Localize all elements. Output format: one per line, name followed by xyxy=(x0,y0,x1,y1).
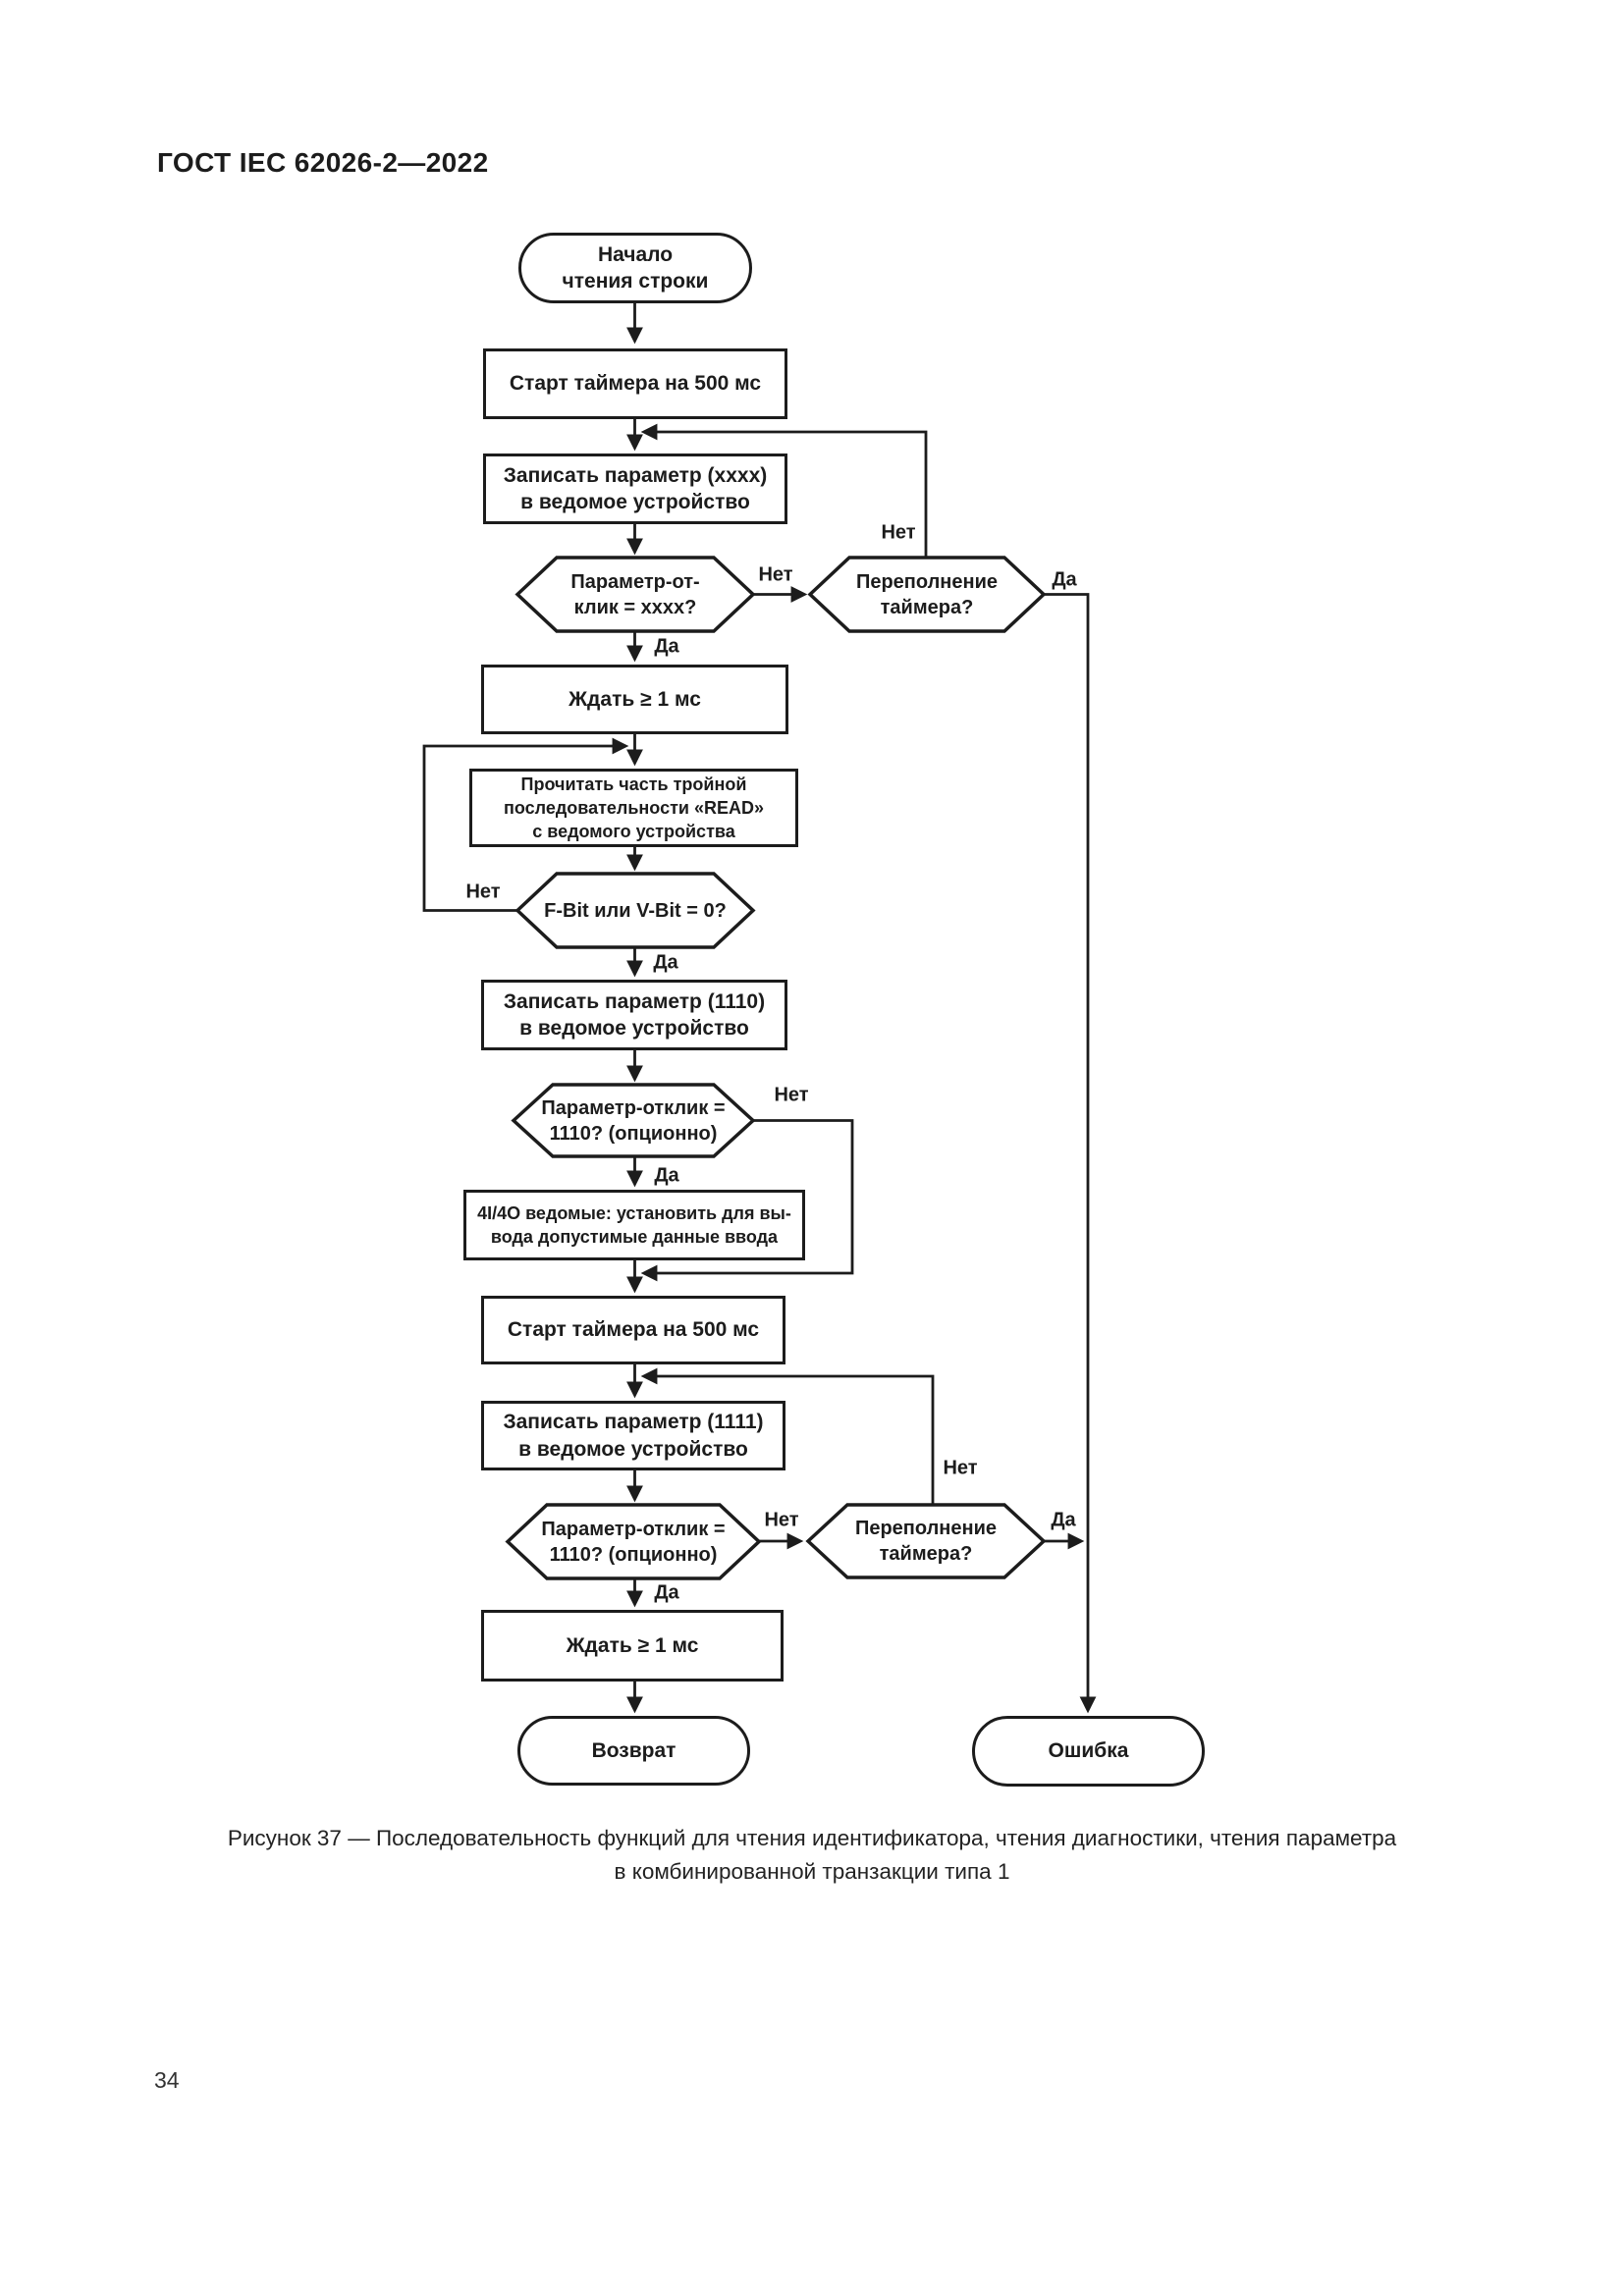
flow-node-wait-2: Ждать ≥ 1 мс xyxy=(481,1610,784,1682)
flow-node-param-response-1110b-label: Параметр-отклик = 1110? (опционно) xyxy=(541,1518,726,1566)
flow-node-write-param-1110: Записать параметр (1110) в ведомое устро… xyxy=(481,980,787,1050)
flow-node-error-label: Ошибка xyxy=(1048,1739,1129,1763)
branch-label-no-2: Нет xyxy=(881,521,916,544)
flow-node-write-param-1111-label: Записать параметр (1111) в ведомое устро… xyxy=(503,1411,764,1461)
edge-overflow2-no-loopback xyxy=(640,1367,935,1505)
flow-node-write-param-xxxx: Записать параметр (хххх) в ведомое устро… xyxy=(483,454,787,524)
flow-node-write-param-1110-label: Записать параметр (1110) в ведомое устро… xyxy=(503,989,766,1040)
flow-node-return: Возврат xyxy=(517,1716,750,1786)
flow-node-start-timer-1-label: Старт таймера на 500 мс xyxy=(509,372,762,396)
flow-node-write-param-1111: Записать параметр (1111) в ведомое устро… xyxy=(481,1401,785,1470)
branch-label-no-4: Нет xyxy=(774,1084,809,1106)
page-number: 34 xyxy=(154,2067,180,2093)
flow-node-io-setup: 4I/4O ведомые: установить для вы- вода д… xyxy=(463,1190,805,1260)
flow-node-timer-overflow-2-label: Переполнение таймера? xyxy=(854,1518,998,1565)
flow-node-timer-overflow-2: Переполнение таймера? xyxy=(818,1505,1034,1577)
branch-label-no-5: Нет xyxy=(764,1509,799,1531)
flow-node-start-timer-2-label: Старт таймера на 500 мс xyxy=(507,1318,760,1342)
branch-label-no-1: Нет xyxy=(758,563,793,586)
figure-caption: Рисунок 37 — Последовательность функций … xyxy=(0,1822,1624,1889)
branch-label-no-6: Нет xyxy=(943,1457,978,1479)
edge-decision2-no-bypass xyxy=(640,1119,854,1282)
branch-label-yes-3: Да xyxy=(653,951,678,974)
flow-node-return-label: Возврат xyxy=(591,1738,677,1762)
flow-node-timer-overflow-1: Переполнение таймера? xyxy=(820,558,1034,631)
hexagon-param-response-xxxx xyxy=(514,556,756,633)
flow-node-param-response-xxxx-label: Параметр-от- клик = хххх? xyxy=(570,570,700,618)
branch-label-no-3: Нет xyxy=(465,881,501,903)
edge-overflow1-yes-to-error xyxy=(1044,593,1097,1714)
hexagon-param-response-1110a xyxy=(511,1083,756,1158)
flow-node-start-timer-2: Старт таймера на 500 мс xyxy=(481,1296,785,1364)
flow-node-read-triple: Прочитать часть тройной последовательнос… xyxy=(469,769,798,847)
hexagon-timer-overflow-1 xyxy=(807,556,1047,633)
flow-node-write-param-xxxx-label: Записать параметр (хххх) в ведомое устро… xyxy=(503,463,768,513)
figure-caption-line2: в комбинированной транзакции типа 1 xyxy=(614,1858,1010,1884)
branch-label-yes-4: Да xyxy=(654,1164,679,1187)
figure-caption-line1: Рисунок 37 — Последовательность функций … xyxy=(227,1826,1397,1850)
flow-node-error: Ошибка xyxy=(972,1716,1205,1787)
flow-node-read-triple-label: Прочитать часть тройной последовательнос… xyxy=(504,774,764,842)
hexagon-param-response-1110b xyxy=(505,1503,762,1580)
hexagon-timer-overflow-2 xyxy=(805,1503,1047,1579)
flow-node-wait-2-label: Ждать ≥ 1 мс xyxy=(566,1633,699,1657)
flow-node-start: Начало чтения строки xyxy=(518,233,752,303)
flow-node-param-response-1110a-label: Параметр-отклик = 1110? (опционно) xyxy=(541,1096,726,1145)
branch-label-yes-6: Да xyxy=(654,1581,679,1604)
flow-node-fbit-vbit-label: F-Bit или V-Bit = 0? xyxy=(544,899,727,922)
flow-node-start-timer-1: Старт таймера на 500 мс xyxy=(483,348,787,419)
flow-node-param-response-1110a: Параметр-отклик = 1110? (опционно) xyxy=(523,1085,743,1156)
branch-label-yes-1: Да xyxy=(1052,568,1077,591)
flow-node-io-setup-label: 4I/4O ведомые: установить для вы- вода д… xyxy=(477,1202,791,1247)
flow-node-param-response-1110b: Параметр-отклик = 1110? (опционно) xyxy=(517,1505,749,1578)
flow-node-fbit-vbit: F-Bit или V-Bit = 0? xyxy=(537,874,733,947)
flow-node-param-response-xxxx: Параметр-от- клик = хххх? xyxy=(527,558,743,631)
edge-fbit-no-loopback xyxy=(422,737,629,912)
branch-label-yes-5: Да xyxy=(1051,1509,1076,1531)
flow-node-timer-overflow-1-label: Переполнение таймера? xyxy=(855,570,999,618)
edge-overflow1-no-loopback xyxy=(640,423,928,558)
flow-node-wait-1-label: Ждать ≥ 1 мс xyxy=(568,687,701,711)
page-header: ГОСТ IEC 62026-2—2022 xyxy=(157,147,489,178)
flow-node-start-label: Начало чтения строки xyxy=(562,242,709,293)
branch-label-yes-2: Да xyxy=(654,635,679,658)
flow-node-wait-1: Ждать ≥ 1 мс xyxy=(481,665,788,734)
hexagon-fbit-vbit xyxy=(514,872,756,949)
